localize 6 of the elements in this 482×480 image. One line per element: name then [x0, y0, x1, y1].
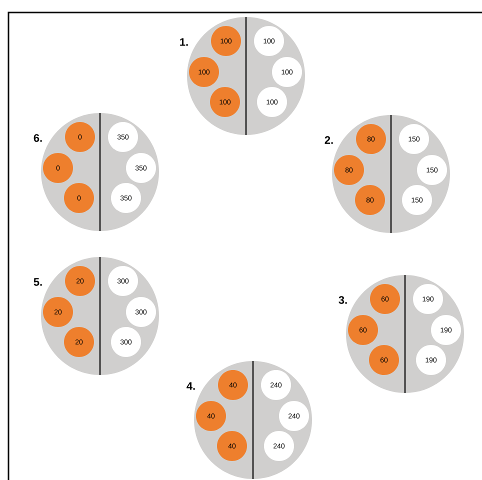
group-number: 2. [324, 136, 333, 144]
group-number: 1. [180, 38, 188, 46]
group-number: 3. [338, 296, 347, 304]
group-number: 5. [34, 278, 42, 286]
group-number: 6. [34, 134, 42, 142]
group-number: 4. [186, 382, 195, 390]
